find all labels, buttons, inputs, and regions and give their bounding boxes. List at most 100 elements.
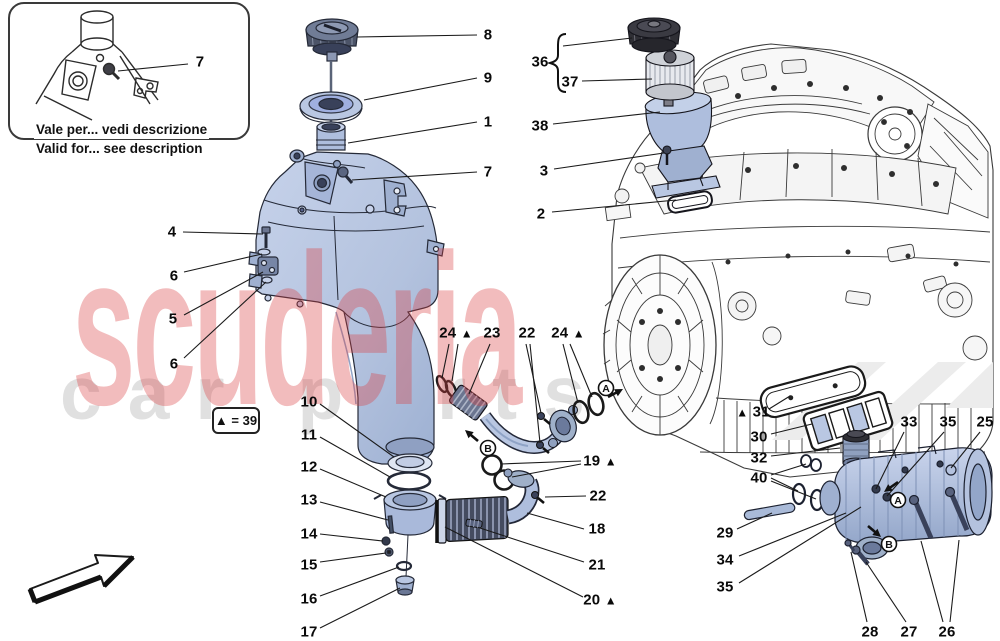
callout-32[interactable]: 32 [750, 449, 768, 467]
bolt-22b [536, 441, 550, 454]
tank-outlet-assembly [373, 453, 447, 596]
o-ring-40c [791, 482, 807, 506]
filter-housing [644, 91, 721, 199]
callout-8[interactable]: 8 [483, 26, 493, 44]
callout-34[interactable]: 34 [716, 551, 734, 569]
connector-B: B [465, 430, 497, 457]
callout-13[interactable]: 13 [300, 491, 318, 509]
filler-funnel [299, 91, 363, 124]
housing-12 [373, 489, 447, 536]
callout-23[interactable]: 23 [483, 324, 501, 342]
o-ring-40a [800, 454, 812, 468]
bolt-26b [944, 486, 970, 531]
svg-text:B: B [484, 443, 492, 455]
triangle-marker-icon: ▲ [572, 326, 585, 341]
svg-text:A: A [602, 383, 610, 395]
gasket-2 [667, 190, 713, 214]
oil-tank-assembly [248, 18, 445, 465]
callout-30[interactable]: 30 [750, 428, 768, 446]
connector-A: A [884, 480, 907, 509]
callout-12[interactable]: 12 [300, 458, 318, 476]
o-ring-40b [810, 458, 822, 472]
callout-20[interactable]: 20 ▲ [583, 591, 617, 609]
rod-29 [743, 502, 796, 521]
callout-18[interactable]: 18 [588, 520, 606, 538]
corrugated-section [445, 495, 509, 543]
inset-note-line-english: Valid for... see description [34, 140, 205, 159]
callout-22[interactable]: 22 [518, 324, 536, 342]
tank-bracket-right [383, 179, 407, 217]
fitting-23 [448, 384, 488, 421]
gasket-30 [802, 390, 894, 452]
screw-28 [844, 539, 856, 552]
callout-brace [546, 33, 567, 93]
oil-filter-assembly [627, 17, 721, 214]
triangle-marker-icon: ▲ [460, 326, 473, 341]
callout-35[interactable]: 35 [939, 413, 957, 431]
tank-neck [316, 121, 346, 151]
bolt-3 [662, 145, 672, 165]
callout-14[interactable]: 14 [300, 525, 318, 543]
bolt-22c [531, 491, 545, 504]
callout-9[interactable]: 9 [483, 69, 493, 87]
bolt-26a [908, 494, 934, 539]
callout-27[interactable]: 27 [900, 623, 918, 641]
plug-17 [395, 575, 415, 596]
bolt-22a [537, 412, 551, 425]
washer-16 [395, 560, 413, 572]
callout-6[interactable]: 6 [169, 267, 179, 285]
callout-24[interactable]: 24 ▲ [551, 324, 585, 342]
callout-15[interactable]: 15 [300, 556, 318, 574]
callout-16[interactable]: 16 [300, 590, 318, 608]
callout-2[interactable]: 2 [536, 205, 546, 223]
callout-36[interactable]: 36 [531, 53, 549, 71]
inset-note-line-italian: Vale per... vedi descrizione [34, 121, 210, 140]
callout-5[interactable]: 5 [168, 310, 178, 328]
connector-B: B [867, 525, 898, 553]
stud-21 [465, 518, 483, 529]
callout-7[interactable]: 7 [195, 53, 205, 71]
callout-10[interactable]: 10 [300, 393, 318, 411]
legend-triangle-equals-39: ▲ = 39 [212, 407, 260, 434]
callout-35[interactable]: 35 [716, 578, 734, 596]
callout-4[interactable]: 4 [167, 223, 177, 241]
callout-1[interactable]: 1 [483, 113, 493, 131]
callout-3[interactable]: 3 [539, 162, 549, 180]
o-ring-24d [587, 391, 605, 417]
callout-40[interactable]: 40 [750, 469, 768, 487]
tank-bolt-7 [332, 159, 354, 184]
triangle-marker-icon: ▲ [604, 593, 617, 608]
callout-37[interactable]: 37 [561, 73, 579, 91]
callout-29[interactable]: 29 [716, 524, 734, 542]
callout-21[interactable]: 21 [588, 556, 606, 574]
callout-24[interactable]: 24 ▲ [439, 324, 473, 342]
connector-A: A [597, 379, 623, 399]
direction-arrow [27, 554, 135, 605]
gasket-31 [759, 365, 867, 419]
callout-28[interactable]: 28 [861, 623, 879, 641]
filter-element [645, 49, 695, 101]
callout-31[interactable]: ▲ 31 [736, 403, 770, 421]
hose-assembly [435, 454, 545, 544]
callout-17[interactable]: 17 [300, 623, 318, 641]
callout-38[interactable]: 38 [531, 117, 549, 135]
callout-7[interactable]: 7 [483, 163, 493, 181]
callout-22[interactable]: 22 [589, 487, 607, 505]
callout-25[interactable]: 25 [976, 413, 994, 431]
callout-6[interactable]: 6 [169, 355, 179, 373]
o-ring-19a [481, 454, 503, 476]
svg-text:B: B [885, 539, 893, 551]
callout-26[interactable]: 26 [938, 623, 956, 641]
svg-text:A: A [894, 495, 902, 507]
callout-11[interactable]: 11 [300, 426, 318, 444]
filter-cap [627, 17, 681, 53]
callout-19[interactable]: 19 ▲ [583, 452, 617, 470]
triangle-marker-icon: ▲ [604, 454, 617, 469]
callout-33[interactable]: 33 [900, 413, 918, 431]
inset-illustration [35, 10, 159, 121]
filler-cap [305, 18, 359, 62]
pin-13 [387, 515, 395, 534]
